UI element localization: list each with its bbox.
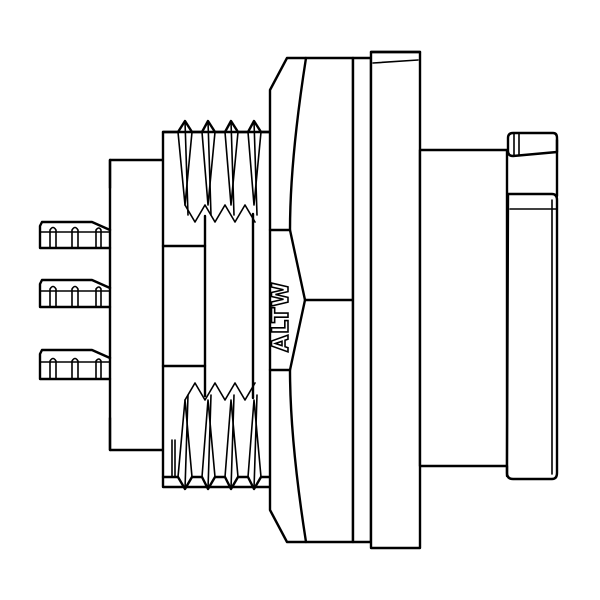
flange-ring <box>351 56 373 544</box>
panel-plate <box>369 50 422 550</box>
solder-pins <box>38 220 112 381</box>
hex-nut: ALTW <box>268 56 355 544</box>
brand-logo: ALTW <box>269 281 294 352</box>
latch-tab <box>506 131 559 198</box>
rear-body <box>108 158 167 452</box>
threaded-barrel <box>161 119 275 491</box>
front-face <box>505 192 559 481</box>
pin-2 <box>38 278 112 309</box>
front-housing <box>418 148 509 468</box>
pin-1 <box>38 220 112 250</box>
pin-3 <box>38 348 112 381</box>
